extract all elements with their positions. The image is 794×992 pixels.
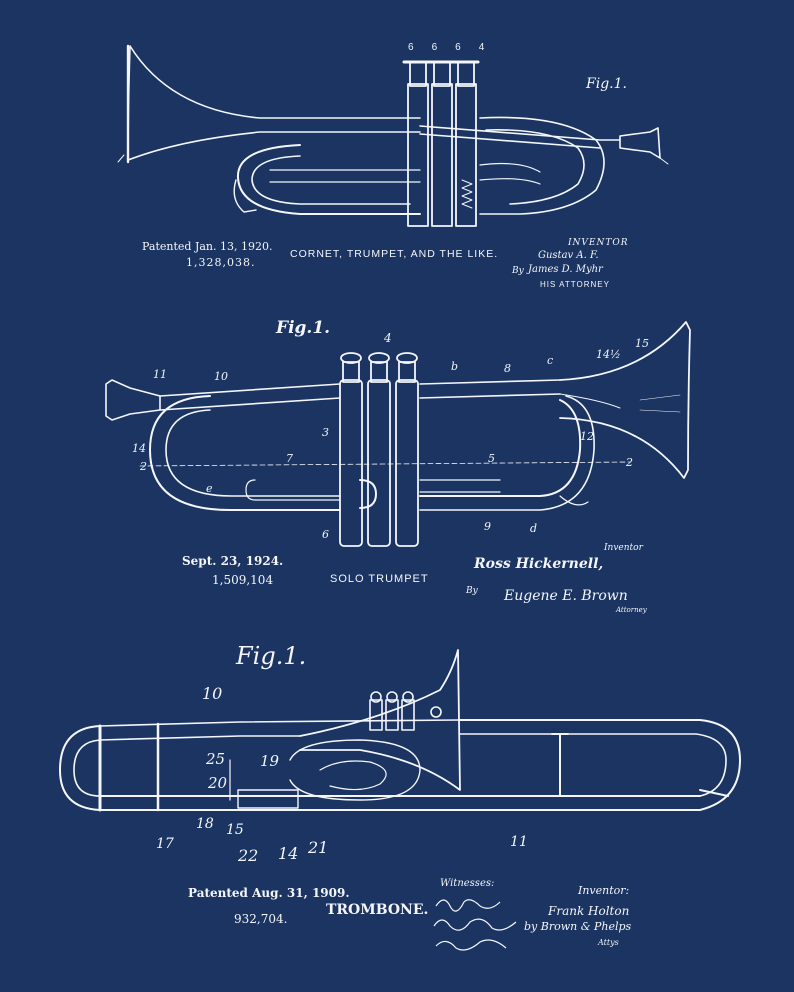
solo-trumpet-callout: 5 <box>488 452 495 465</box>
solo-trumpet-callout: 2 <box>140 460 147 473</box>
solo-trumpet-callout: 8 <box>504 362 511 375</box>
solo-trumpet-title: SOLO TRUMPET <box>330 573 429 585</box>
trombone-callout: 25 <box>206 750 226 768</box>
trombone-callout: 14 <box>278 844 299 863</box>
solo-trumpet-callout: e <box>206 482 213 495</box>
cornet-by-label: By <box>512 266 524 276</box>
cornet-callout: 6 <box>431 42 456 53</box>
cornet-inventor-signature: Gustav A. F. <box>538 250 599 261</box>
solo-trumpet-callout: 11 <box>153 368 167 381</box>
trombone-callout: 20 <box>208 774 228 792</box>
trombone-inventor-signature: Frank Holton <box>548 904 630 918</box>
trombone-fig-label: Fig.1. <box>236 642 307 670</box>
solo-trumpet-callout: 3 <box>322 426 329 439</box>
trombone-inventor-role: Inventor: <box>578 884 630 897</box>
solo-trumpet-callout: 4 <box>384 331 392 345</box>
cornet-callouts: 6664 <box>408 42 502 53</box>
solo-trumpet-patent-number: 1,509,104 <box>212 573 274 587</box>
trombone-callout: 18 <box>196 816 214 832</box>
cornet-callout: 4 <box>478 42 503 53</box>
solo-trumpet-callout: 2 <box>626 456 633 469</box>
solo-trumpet-callout: 6 <box>322 528 329 541</box>
cornet-drawing <box>117 44 669 227</box>
solo-trumpet-inventor-signature: Ross Hickernell, <box>474 556 604 572</box>
solo-trumpet-callout: 7 <box>286 452 293 465</box>
trombone-witnesses-label: Witnesses: <box>440 878 495 889</box>
trombone-attorney-signature: by Brown & Phelps <box>524 920 632 933</box>
solo-trumpet-callout: b <box>451 360 459 373</box>
cornet-date-label: Patented Jan. 13, 1920. <box>142 240 273 253</box>
trombone-title: TROMBONE. <box>326 902 429 918</box>
solo-trumpet-callout: 9 <box>484 520 491 533</box>
solo-trumpet-inventor-role: Inventor <box>604 543 643 553</box>
solo-trumpet-callout: d <box>530 522 538 535</box>
trombone-callout: 15 <box>226 822 244 838</box>
solo-trumpet-callout: c <box>547 354 554 367</box>
solo-trumpet-callout: 10 <box>214 370 228 383</box>
trombone-callout: 10 <box>202 684 223 703</box>
trombone-callout: 21 <box>308 838 329 857</box>
solo-trumpet-valves <box>339 352 419 547</box>
cornet-patent-number: 1,328,038. <box>186 256 256 269</box>
trombone-callout: 11 <box>510 834 528 850</box>
cornet-inventor-role: INVENTOR <box>568 238 629 248</box>
cornet-valve-casings <box>402 60 480 227</box>
solo-trumpet-callout: 14½ <box>596 348 621 361</box>
solo-trumpet-attorney-role: Attorney <box>616 606 647 614</box>
solo-trumpet-fig-label: Fig.1. <box>276 318 331 338</box>
trombone-attorney-role: Attys <box>598 938 619 947</box>
trombone-callout: 17 <box>156 836 174 852</box>
solo-trumpet-by-label: By <box>466 586 478 596</box>
trombone-callout: 22 <box>238 846 259 865</box>
trombone-patent-number: 932,704. <box>234 912 288 926</box>
cornet-callout: 6 <box>408 42 432 53</box>
solo-trumpet-drawing <box>105 321 691 547</box>
solo-trumpet-callout: 14 <box>132 442 146 455</box>
cornet-attorney-role: HIS ATTORNEY <box>540 280 610 289</box>
cornet-title: CORNET, TRUMPET, AND THE LIKE. <box>290 248 499 260</box>
solo-trumpet-callout: 15 <box>635 337 649 350</box>
cornet-attorney-signature: James D. Myhr <box>528 264 603 275</box>
solo-trumpet-date-label: Sept. 23, 1924. <box>182 554 284 568</box>
cornet-fig-label: Fig.1. <box>586 76 627 92</box>
cornet-callout: 6 <box>455 42 479 53</box>
trombone-callout: 19 <box>260 752 280 770</box>
solo-trumpet-attorney-signature: Eugene E. Brown <box>504 588 628 604</box>
witness-signatures-image <box>433 899 517 951</box>
solo-trumpet-callout: 12 <box>580 430 594 443</box>
trombone-drawing <box>59 649 741 812</box>
trombone-date-label: Patented Aug. 31, 1909. <box>188 886 350 900</box>
